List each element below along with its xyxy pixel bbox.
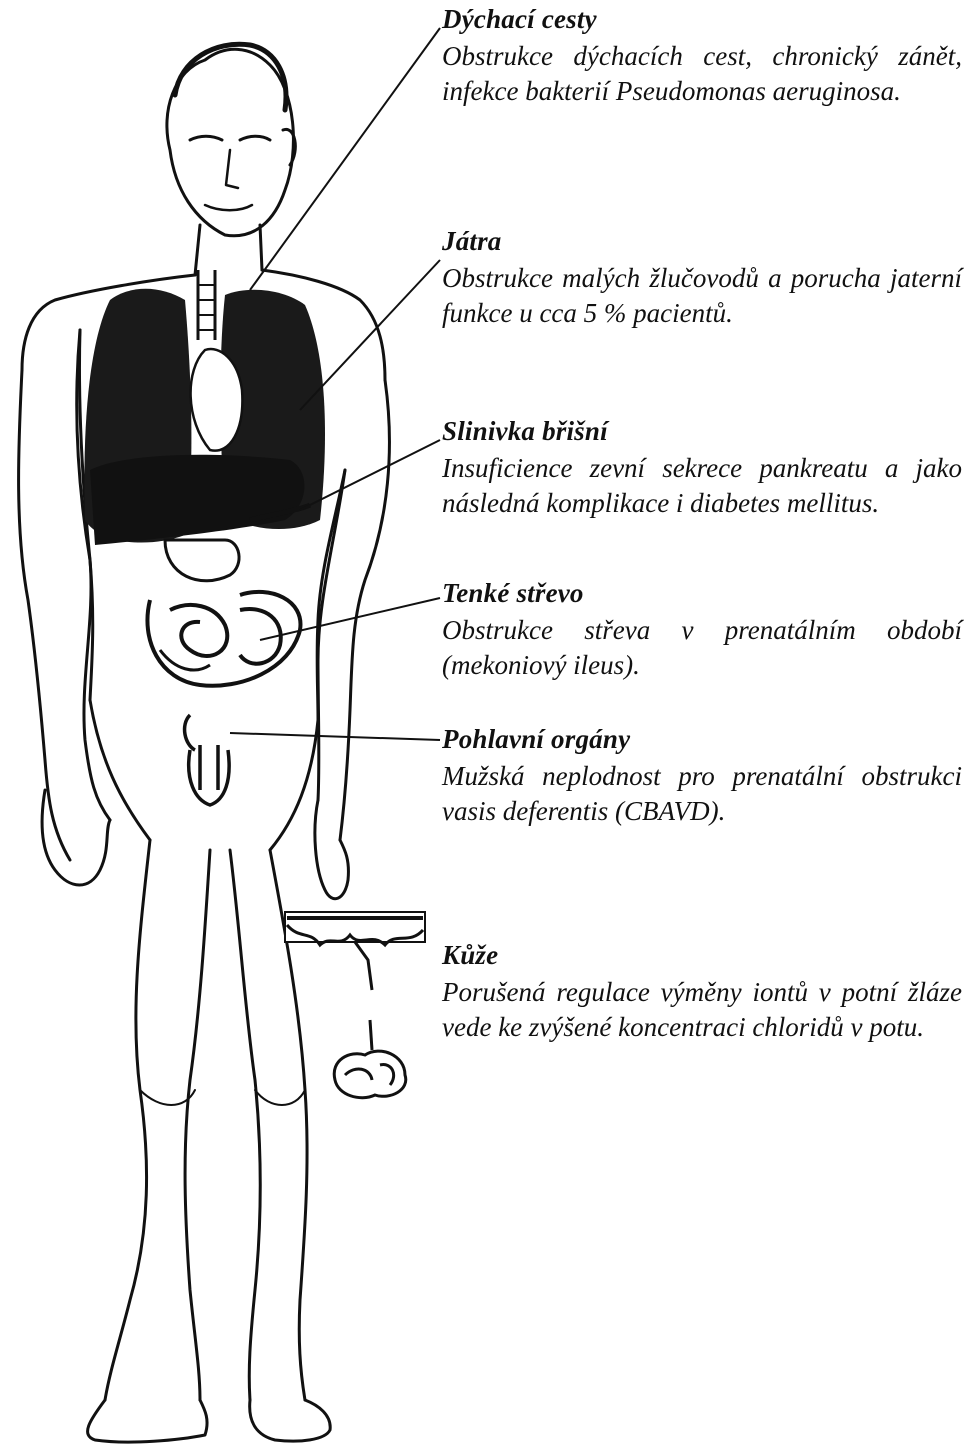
- label-liver: Játra Obstrukce malých žlučovodů a poruc…: [442, 226, 962, 331]
- label-description: Mužská neplodnost pro prenatální obstruk…: [442, 759, 962, 829]
- human-body-outline: [19, 44, 390, 1442]
- label-title: Játra: [442, 226, 962, 257]
- label-description: Insuficience zevní sekrece pankreatu a j…: [442, 451, 962, 521]
- label-title: Kůže: [442, 940, 962, 971]
- sweat-gland: [334, 1020, 406, 1098]
- leader-line-small-intestine: [260, 598, 440, 640]
- label-description: Obstrukce malých žlučovodů a porucha jat…: [442, 261, 962, 331]
- label-title: Pohlavní orgány: [442, 724, 962, 755]
- label-pancreas: Slinivka břišní Insuficience zevní sekre…: [442, 416, 962, 521]
- label-title: Slinivka břišní: [442, 416, 962, 447]
- trachea: [198, 270, 215, 340]
- heart: [191, 349, 243, 451]
- label-title: Tenké střevo: [442, 578, 962, 609]
- small-intestine: [147, 592, 300, 686]
- label-skin: Kůže Porušená regulace výměny iontů v po…: [442, 940, 962, 1045]
- leader-line-genitals: [230, 733, 440, 740]
- label-airways: Dýchací cesty Obstrukce dýchacích cest, …: [442, 4, 962, 109]
- label-description: Obstrukce dýchacích cest, chronický záně…: [442, 39, 962, 109]
- label-description: Porušená regulace výměny iontů v potní ž…: [442, 975, 962, 1045]
- skin-section: [285, 912, 425, 990]
- label-genitals: Pohlavní orgány Mužská neplodnost pro pr…: [442, 724, 962, 829]
- liver: [90, 455, 304, 545]
- genitals: [185, 715, 230, 805]
- label-description: Obstrukce střeva v prenatálním období (m…: [442, 613, 962, 683]
- label-title: Dýchací cesty: [442, 4, 962, 35]
- label-small-intestine: Tenké střevo Obstrukce střeva v prenatál…: [442, 578, 962, 683]
